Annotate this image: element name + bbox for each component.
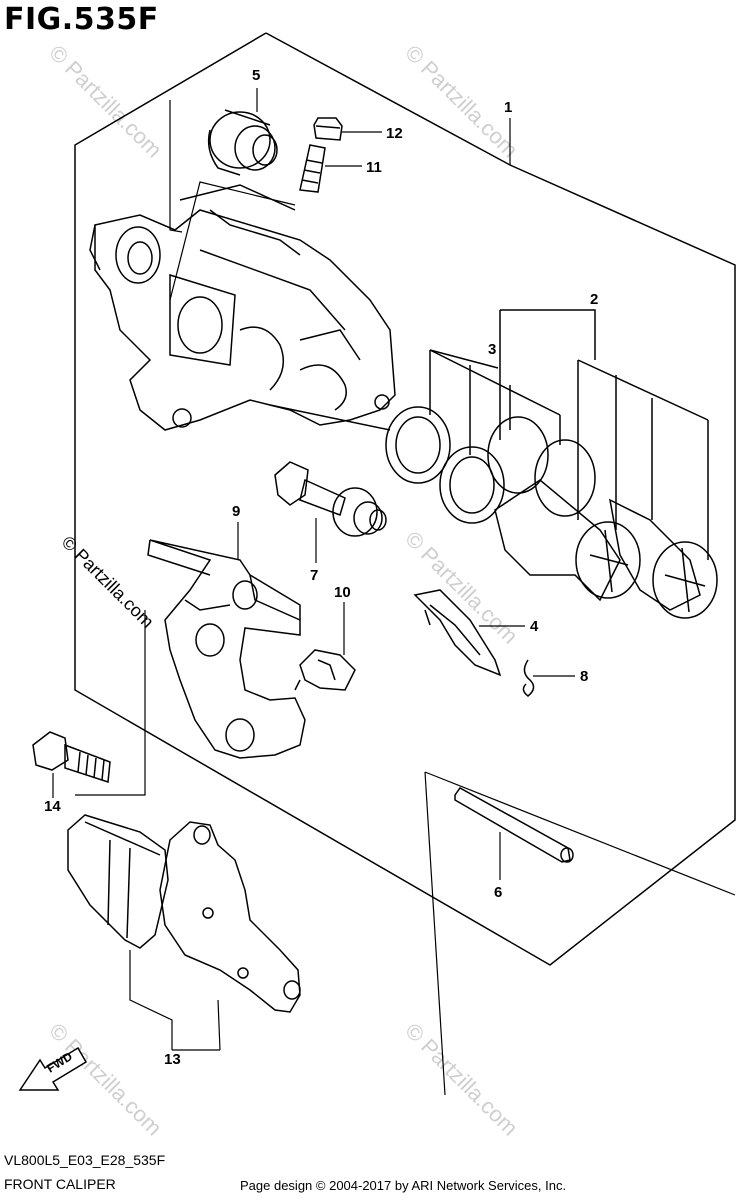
- brake-pad-back: [159, 821, 301, 1013]
- callout-5: 5: [252, 67, 260, 84]
- fwd-arrow: FWD: [18, 1046, 88, 1091]
- callout-6: 6: [494, 884, 502, 901]
- bleeder-screw: [299, 144, 326, 193]
- model-code: VL800L5_E03_E28_535F: [4, 1152, 166, 1168]
- callout-4: 4: [530, 618, 539, 635]
- callout-7: 7: [310, 567, 318, 584]
- callout-8: 8: [580, 668, 588, 685]
- section-name: FRONT CALIPER: [4, 1176, 116, 1192]
- figure-title: FIG.535F: [4, 2, 159, 37]
- caliper-bracket: [147, 539, 306, 759]
- piston-seal-1: [385, 406, 451, 484]
- copyright-notice: Page design © 2004-2017 by ARI Network S…: [240, 1178, 567, 1193]
- pad-spring: [294, 649, 356, 691]
- brake-pad-front: [67, 814, 169, 949]
- callout-bracket-2: [499, 309, 709, 560]
- piston-1: [494, 479, 641, 602]
- callout-1: 1: [504, 99, 512, 116]
- callout-10: 10: [334, 584, 351, 601]
- piston-seal-2: [439, 446, 505, 524]
- pad-pin: [454, 787, 574, 863]
- dust-boot: [207, 109, 278, 176]
- callout-bracket-3: [429, 349, 561, 455]
- callout-13: 13: [164, 1051, 181, 1068]
- caliper-body: [89, 184, 396, 431]
- bleeder-cap: [313, 117, 343, 141]
- mounting-bolt: [32, 731, 111, 784]
- assembly-boundary: [74, 32, 736, 966]
- callout-3: 3: [488, 341, 496, 358]
- dust-seal-2: [534, 439, 596, 517]
- pad-retainer: [413, 589, 502, 677]
- slide-pin-bolt: [274, 461, 387, 537]
- callout-12: 12: [386, 125, 403, 142]
- callout-2: 2: [590, 291, 598, 308]
- callout-11: 11: [366, 159, 382, 176]
- dust-seal-1: [487, 416, 549, 494]
- callout-14: 14: [44, 798, 61, 815]
- callout-9: 9: [232, 503, 240, 520]
- clip: [522, 659, 535, 697]
- piston-2: [608, 498, 718, 619]
- leader-lines: [52, 88, 736, 1096]
